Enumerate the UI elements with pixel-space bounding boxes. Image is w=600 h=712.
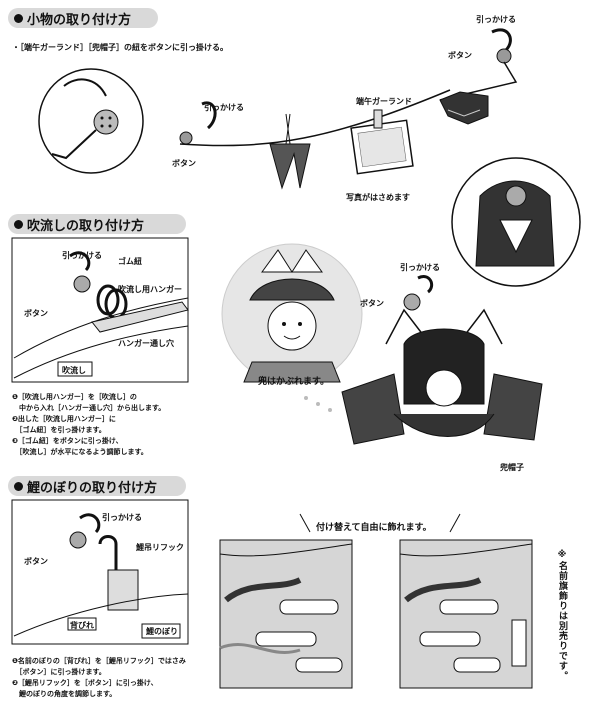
- display-panel-left: [219, 539, 353, 689]
- section-title: 吹流しの取り付け方: [27, 218, 145, 234]
- instruction-bullet: ・［端午ガーランド］［兜帽子］の紐をボタンに引っ掛ける。: [12, 43, 228, 52]
- streamer-label: 吹流し: [62, 366, 86, 375]
- kabuto-child-bubble: [221, 243, 363, 385]
- carp-steps: ❶名前のぼりの［背びれ］を［鯉吊リフック］ではさみ ［ボタン］に引っ掛けます。 …: [12, 656, 186, 700]
- button-label-carp: ボタン: [24, 557, 48, 566]
- section-header-streamer: 吹流しの取り付け方: [8, 214, 186, 234]
- step-line: ❶名前のぼりの［背びれ］を［鯉吊リフック］ではさみ: [12, 657, 186, 665]
- step-line: ❷［鯉吊リフック］を［ボタン］に引っ掛け、: [12, 679, 158, 687]
- button-label-mid: ボタン: [172, 159, 196, 168]
- hook-label-mid: 引っかける: [204, 103, 244, 112]
- caption-marks: [299, 513, 461, 533]
- hook-label-kabuto: 引っかける: [400, 263, 440, 272]
- hanger-label: 吹流し用ハンガー: [118, 285, 182, 294]
- hook-label-carp: 引っかける: [102, 513, 142, 522]
- section-title: 小物の取り付け方: [27, 12, 132, 28]
- bubble-text: 兜はかぶれます。: [258, 377, 330, 387]
- zoom-circle-button: [38, 68, 144, 174]
- button-label-top: ボタン: [448, 51, 472, 60]
- bubble-dots: [304, 396, 332, 412]
- section-header-carp: 鯉のぼりの取り付け方: [8, 476, 186, 496]
- hook-label-streamer: 引っかける: [62, 251, 102, 260]
- step-line: ❸［ゴム紐］をボタンに引っ掛け、: [12, 437, 123, 445]
- kabuto-button: [403, 275, 434, 311]
- step-line: ❷出した［吹流し用ハンガー］に: [12, 415, 116, 423]
- bullet-dot: [14, 13, 23, 23]
- bullet-dot: [14, 219, 23, 229]
- carp-label: 鯉のぼり: [146, 627, 178, 636]
- section-header-accessories: 小物の取り付け方: [8, 8, 158, 28]
- step-line: ［ボタン］に引っ掛けます。: [12, 668, 106, 676]
- garland-line: [179, 89, 451, 190]
- garland-label: 端午ガーランド: [356, 97, 412, 106]
- carp-hook-label: 鯉吊リフック: [136, 543, 184, 552]
- streamer-steps: ❶［吹流し用ハンガー］を［吹流し］の 中から入れ［ハンガー通し穴］から出します。…: [12, 392, 165, 458]
- kabuto-zoom-circle: [451, 157, 581, 287]
- rearrange-caption: 付け替えて自由に飾れます。: [316, 523, 432, 533]
- back-fin-label: 背びれ: [70, 621, 94, 630]
- step-line: 鯉のぼりの角度を調節します。: [12, 690, 117, 698]
- hook-label-top: 引っかける: [476, 15, 516, 24]
- step-line: ❶［吹流し用ハンガー］を［吹流し］の: [12, 393, 137, 401]
- photo-label: 写真がはさめます: [346, 193, 410, 202]
- kabuto-hat-illustration: [341, 308, 543, 445]
- carp-diagram: [11, 499, 189, 645]
- garland-top-illustration: [439, 28, 518, 125]
- step-line: ［ゴム紐］を引っ掛けます。: [12, 426, 106, 434]
- rubber-cord-label: ゴム紐: [118, 257, 142, 266]
- bullet-dot: [14, 481, 23, 491]
- kabuto-label: 兜帽子: [500, 463, 524, 472]
- step-line: ［吹流し］が水平になるよう調節します。: [12, 448, 148, 456]
- section-title: 鯉のぼりの取り付け方: [27, 480, 158, 496]
- button-label-streamer: ボタン: [24, 309, 48, 318]
- hanger-hole-label: ハンガー通し穴: [118, 339, 174, 348]
- button-label-kabuto: ボタン: [360, 299, 384, 308]
- step-line: 中から入れ［ハンガー通し穴］から出します。: [12, 404, 166, 412]
- side-note: ※名前旗飾りは別売りです。: [557, 550, 567, 681]
- display-panel-right: [399, 539, 533, 689]
- streamer-diagram: [11, 237, 189, 383]
